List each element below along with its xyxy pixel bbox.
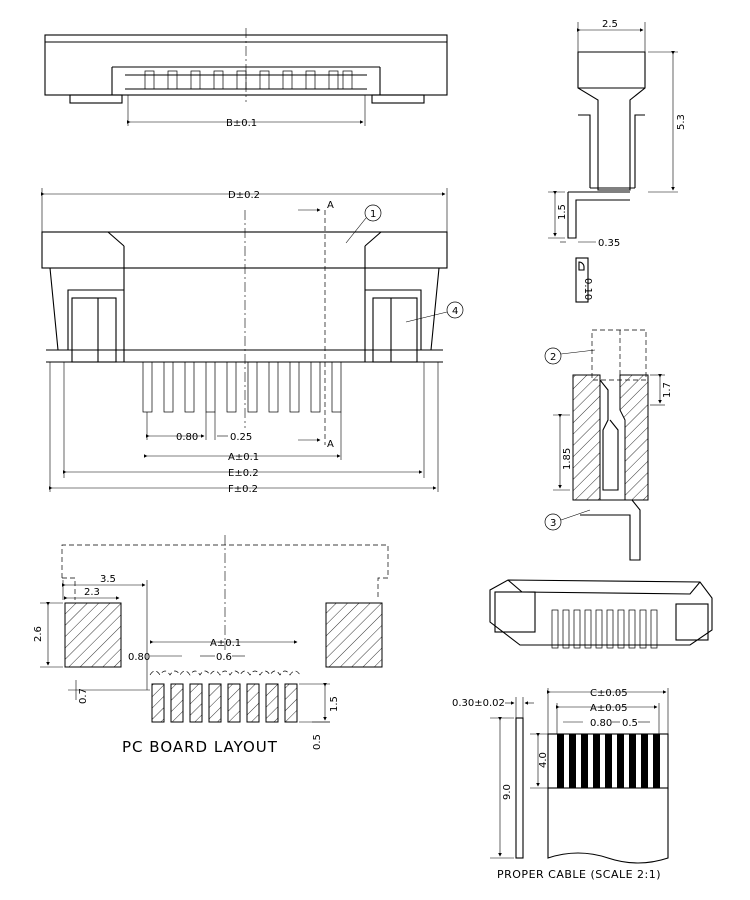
dim-pcb-23: 2.3 xyxy=(84,587,100,598)
dim-pcb-05: 0.5 xyxy=(312,734,323,750)
proper-cable: 0.30±0.02 9.0 4.0 C±0.05 A±0.05 0.80 0.5 xyxy=(452,688,669,881)
dim-pcb-07: 0.7 xyxy=(78,688,89,704)
dim-width-25: 2.5 xyxy=(602,19,618,30)
dim-e: E±0.2 xyxy=(228,468,259,479)
dim-contact-185: 1.85 xyxy=(562,448,573,470)
top-view-contacts xyxy=(144,70,353,90)
callout-2: 2 xyxy=(550,352,556,363)
dim-pcb-080: 0.80 xyxy=(128,652,150,663)
dim-pcb-a: A±0.1 xyxy=(210,638,241,649)
dim-b: B±0.1 xyxy=(226,118,257,129)
side-view: 2.5 5.3 1.5 0.35 0.10 xyxy=(548,19,687,303)
dim-pad-width: 0.25 xyxy=(230,432,252,443)
dim-cable-080: 0.80 xyxy=(590,718,612,729)
dim-pitch: 0.80 xyxy=(176,432,198,443)
dim-plate-010: 0.10 xyxy=(582,278,593,300)
pcb-layout-caption: PC BOARD LAYOUT xyxy=(122,738,278,756)
pcb-layout: 3.5 2.3 2.6 0.7 A±0.1 0.80 0.6 xyxy=(33,535,389,756)
dim-tail-15: 1.5 xyxy=(557,204,568,220)
dim-pcb-35: 3.5 xyxy=(100,574,116,585)
front-view-contacts xyxy=(142,361,342,413)
section-view: 2 1.7 1.85 3 xyxy=(544,329,673,561)
dim-cable-c: C±0.05 xyxy=(590,688,628,699)
section-a-bottom: A xyxy=(327,439,334,450)
section-a-top: A xyxy=(327,200,334,211)
dim-a: A±0.1 xyxy=(228,452,259,463)
dim-pcb-06: 0.6 xyxy=(216,652,232,663)
callout-4: 4 xyxy=(452,306,458,317)
dim-cable-a: A±0.05 xyxy=(590,703,628,714)
top-view: B±0.1 xyxy=(44,28,448,129)
cable-conductors xyxy=(557,734,660,788)
dim-cable-40: 4.0 xyxy=(538,752,549,768)
isometric-pins xyxy=(551,609,658,649)
dim-thick-035: 0.35 xyxy=(598,238,620,249)
front-view: D±0.2 A xyxy=(41,188,464,495)
dim-cable-05: 0.5 xyxy=(622,718,638,729)
callout-3: 3 xyxy=(550,518,556,529)
dim-pcb-15: 1.5 xyxy=(329,696,340,712)
callout-1: 1 xyxy=(370,209,376,220)
pcb-pads xyxy=(151,683,298,723)
dim-latch-17: 1.7 xyxy=(662,382,673,398)
dim-cable-90: 9.0 xyxy=(502,784,513,800)
isometric-view xyxy=(489,579,713,649)
dim-cable-thickness: 0.30±0.02 xyxy=(452,698,505,709)
dim-f: F±0.2 xyxy=(228,484,258,495)
dim-d: D±0.2 xyxy=(228,190,260,201)
proper-cable-caption: PROPER CABLE (SCALE 2:1) xyxy=(497,868,661,881)
dim-pcb-26: 2.6 xyxy=(33,626,44,642)
dim-height-53: 5.3 xyxy=(676,114,687,130)
